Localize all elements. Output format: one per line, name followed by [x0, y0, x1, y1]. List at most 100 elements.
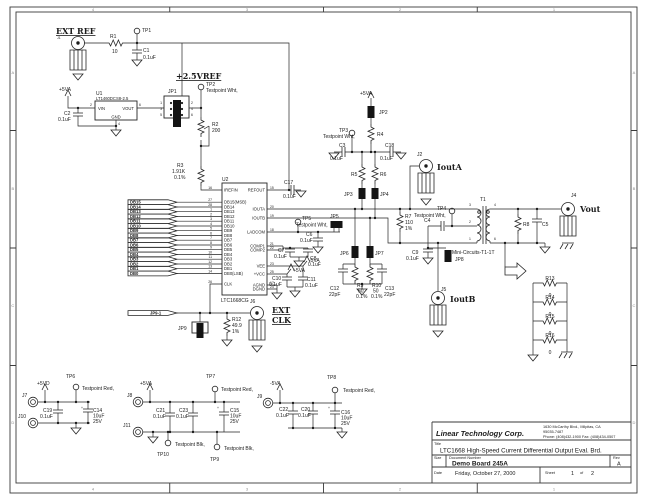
ground-symbol	[395, 152, 407, 160]
jumper-jp1	[163, 95, 190, 127]
label-c21-val: 0.1uF	[153, 414, 166, 420]
label-r15-val: 0	[549, 331, 552, 337]
label-c15-ref: C15	[230, 408, 239, 414]
label-u1-p4: 4	[118, 122, 120, 126]
label-c7-val: 0.1uF	[274, 254, 287, 260]
bnc-j2-iouta	[419, 159, 433, 173]
label-tp9-type: Testpoint Blk,	[224, 446, 254, 452]
label-c18-val: 0.1uF	[380, 156, 393, 162]
label-jp2-5va: +5VA	[360, 91, 373, 97]
label-u2-n26: 26	[208, 280, 212, 284]
label-c23-ref: C23	[179, 408, 188, 414]
label-zone-b4: 4	[92, 487, 95, 492]
label-zone-ra: A	[633, 70, 636, 75]
capacitor-c6	[312, 237, 324, 242]
label-c19-val: 0.1uF	[40, 414, 53, 420]
ground-symbol	[420, 198, 432, 206]
label-c21-ref: C21	[156, 408, 165, 414]
label-tp10-type: Testpoint Blk,	[175, 442, 205, 448]
turret-j10	[27, 417, 39, 429]
label-jp5-ref: JP5	[330, 214, 339, 220]
ground-symbol	[70, 427, 82, 435]
label-c14-val: 10uF	[93, 414, 104, 420]
ground-symbol	[432, 330, 444, 338]
label-u2-irefin: IREFIN	[224, 188, 238, 193]
date-label: Date	[434, 471, 442, 475]
label-u2-db3: DB3	[224, 257, 233, 262]
label-c23-val: 0.1uF	[176, 414, 189, 420]
label-c11-ref: C11	[307, 277, 316, 283]
label-u2-n16: 16	[208, 186, 212, 190]
resistor-r10	[366, 263, 374, 285]
resistor-r12	[223, 315, 231, 337]
label-u2-n6: 6	[210, 231, 212, 235]
label-tp3-type: Testpoint Wht,	[323, 134, 355, 140]
rev-label: Rev	[613, 456, 620, 460]
testpoint-tp1	[133, 27, 141, 35]
label-bus-db6: DB6	[130, 243, 139, 248]
label-tp6-type: Testpoint Red,	[82, 386, 114, 392]
label-jp1-p5: 5	[160, 113, 162, 117]
label-t1-p3: 3	[469, 203, 471, 207]
capacitor-c12	[337, 268, 349, 273]
label-u2-db15: DB15(MSB)	[224, 200, 247, 205]
junction-dots	[43, 41, 539, 434]
label-c10-ref: C10	[272, 276, 281, 282]
label-u2-n1: 1	[210, 208, 212, 212]
testpoint-tp8	[331, 386, 339, 394]
label-bus-db2: DB2	[130, 262, 139, 267]
label-c12-ref: C12	[330, 286, 339, 292]
ground-symbol	[289, 290, 301, 298]
sheet-of-label: of	[580, 471, 584, 475]
ground-symbol	[251, 345, 263, 353]
label-j5-port: IoutB	[450, 294, 476, 304]
jumper-jp7	[366, 246, 374, 258]
label-u1-vin: VIN	[98, 106, 105, 111]
label-bus-db1: DB1	[130, 266, 139, 271]
label-jp1-p4: 4	[191, 107, 193, 111]
label-u2-n9: 9	[210, 246, 212, 250]
jumper-jp8	[444, 250, 452, 262]
label-u1-5va: +5VA	[59, 87, 72, 93]
label-u2-agnd: AGND	[253, 283, 265, 288]
label-u1-vout: VOUT	[122, 106, 134, 111]
label-c17-ref: C17	[284, 180, 293, 186]
label-j4-port: Vout	[579, 204, 601, 214]
testpoint-tp7	[211, 385, 219, 393]
label-jp9-1-net: JP9-1	[150, 311, 162, 316]
label-j7-ref: J7	[22, 393, 28, 399]
label-c16-pol: +	[328, 406, 330, 410]
turret-j11	[132, 426, 144, 438]
bnc-j5-ioutb	[431, 291, 445, 305]
label-ext-ref-port: EXT REF	[56, 26, 96, 36]
label-r8-ref: R8	[523, 222, 530, 228]
bnc-j1-ext-ref	[71, 36, 85, 50]
label-tp6-ref: TP6	[66, 374, 75, 380]
label-j6-ref: J6	[250, 299, 256, 305]
label-tp8-type: Testpoint Red,	[343, 388, 375, 394]
label-bus-db14: DB14	[130, 205, 141, 210]
label-c16-val: 10uF	[341, 416, 352, 422]
label-tp1-ref: TP1	[142, 28, 151, 34]
jumper-jp6	[351, 246, 359, 258]
label-s1-5vd: +5VD	[37, 381, 50, 387]
label-tp4-ref: TP4	[437, 206, 446, 212]
capacitor-c2	[72, 112, 84, 117]
label-c22-val: 0.1uF	[276, 413, 289, 419]
label-extclk-1: EXT	[272, 305, 290, 315]
label-c10-val: 0.1uF	[269, 282, 282, 288]
label-zone-t3: 3	[246, 7, 249, 12]
label-r9-tol: 0.1%	[356, 294, 368, 300]
label-tp2-type: Testpoint Wht,	[206, 88, 238, 94]
capacitor-c9	[422, 248, 434, 253]
resistor-r4	[367, 123, 375, 145]
label-zone-b3: 3	[246, 487, 249, 492]
label-u2-n8: 8	[210, 241, 212, 245]
label-bus-db10: DB10	[130, 224, 141, 229]
label-r7-tol: 1%	[405, 226, 413, 232]
label-u2-dgnd: DGND	[253, 287, 265, 292]
capacitor-c10	[281, 276, 293, 281]
label-u2-n13: 13	[208, 265, 212, 269]
label-tp5-type: Testpoint Wht,	[296, 223, 328, 229]
label-u2-vee: VEE	[257, 264, 266, 269]
